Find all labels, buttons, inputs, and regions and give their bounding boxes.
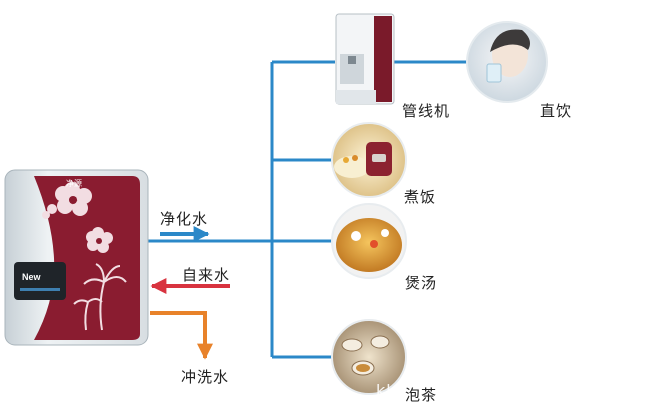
stew-soup-label: 煲汤 [405, 274, 438, 292]
dispenser-tap [348, 56, 356, 64]
drinking-glass [486, 63, 502, 83]
flush-water-arrow [150, 311, 213, 360]
brand-logo: 净源 [66, 178, 82, 188]
tap-water-label: 自来水 [182, 266, 231, 284]
palm-tree-decoration [73, 263, 127, 331]
tea-cup-1 [341, 338, 363, 352]
hibiscus-decoration [42, 182, 113, 253]
pipeline-machine-label: 管线机 [402, 102, 451, 120]
new-badge: New [22, 272, 42, 282]
hair-shape [490, 29, 530, 52]
rice-bowl [334, 156, 370, 178]
pipe-tree [148, 60, 470, 359]
flush-water-label: 冲洗水 [181, 368, 230, 386]
direct-drink-image [466, 21, 548, 103]
purifier-unit: New 净源 [4, 169, 149, 346]
watermark-text: kkk [376, 381, 407, 400]
rice-cooker-window [372, 154, 386, 162]
pipeline-machine-image [335, 13, 395, 105]
cook-rice-label: 煮饭 [404, 188, 437, 206]
stew-soup-image [331, 203, 407, 279]
display-strip [20, 288, 60, 291]
direct-drink-label: 直饮 [540, 102, 573, 120]
brew-tea-label: 泡茶 [405, 386, 438, 404]
dispenser-base [336, 90, 376, 104]
tea-liquid [356, 364, 370, 372]
soup-ingredient-1 [351, 231, 361, 241]
cook-rice-image [331, 122, 407, 198]
brew-tea-image [331, 319, 407, 395]
soup-bowl [336, 218, 402, 272]
soup-ingredient-3 [381, 229, 389, 237]
rice-grain-1 [343, 157, 349, 163]
dispenser-panel [374, 16, 392, 102]
soup-ingredient-2 [370, 240, 378, 248]
purified-water-label: 净化水 [160, 210, 209, 228]
tea-cup-2 [370, 335, 390, 349]
rice-grain-2 [352, 155, 358, 161]
